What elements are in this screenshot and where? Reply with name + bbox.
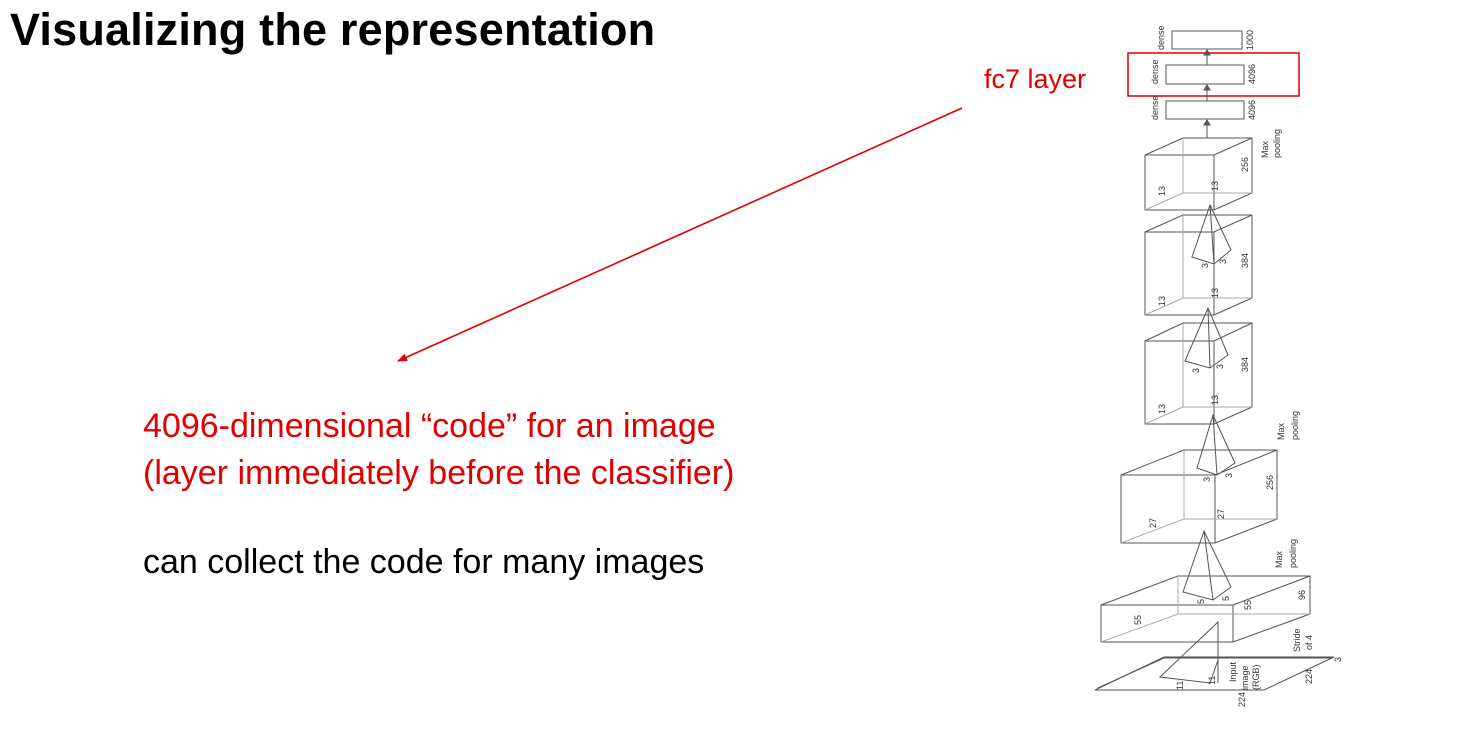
maxpool-label-3-pooling: pooling: [1288, 539, 1298, 568]
conv5-h: 13: [1157, 186, 1167, 196]
dense-size-3: 4096: [1247, 100, 1257, 120]
conv4-w: 13: [1210, 288, 1220, 298]
pointer-arrow: [397, 107, 963, 362]
dense-layer-1000: [1171, 30, 1243, 50]
conv2-k1: 3: [1202, 477, 1212, 482]
conv4-block: [1144, 203, 1253, 316]
conv3-h: 13: [1157, 404, 1167, 414]
conv1-h: 55: [1133, 615, 1143, 625]
conv1-k2: 5: [1221, 596, 1231, 601]
conv2-d: 256: [1265, 475, 1275, 490]
dense-label-3: dense: [1150, 95, 1160, 120]
dense-size-1: 1000: [1245, 30, 1255, 50]
dense-size-2: 4096: [1247, 64, 1257, 84]
maxpool-label-2-pooling: pooling: [1290, 411, 1300, 440]
conv3-k2: 3: [1215, 364, 1225, 369]
dense-layer-fc6: [1165, 100, 1245, 120]
fc7-layer-label: fc7 layer: [984, 64, 1087, 94]
stride-of4-label: of 4: [1304, 635, 1314, 650]
conv4-d: 384: [1240, 253, 1250, 268]
conv1-k1: 5: [1196, 599, 1206, 604]
conv4-k1: 3: [1200, 263, 1210, 268]
dense-label-2: dense: [1150, 59, 1160, 84]
input-h: 224: [1237, 692, 1247, 707]
input-image-plane: [1094, 620, 1335, 691]
code-description-line-2: (layer immediately before the classifier…: [143, 454, 735, 492]
dense-layer-fc7: [1165, 64, 1245, 85]
conv1-w: 55: [1243, 600, 1253, 610]
conv2-block: [1120, 413, 1278, 544]
code-description-line-1: 4096-dimensional “code” for an image: [143, 407, 716, 445]
input-rgb-label: (RGB): [1251, 665, 1261, 691]
maxpool-label-1-pooling: pooling: [1272, 129, 1282, 158]
input-k1: 11: [1175, 681, 1185, 690]
conv1-d: 96: [1297, 590, 1307, 600]
collect-caption: can collect the code for many images: [143, 543, 705, 581]
conv3-w: 13: [1210, 395, 1220, 405]
maxpool-label-1-max: Max: [1260, 140, 1270, 158]
conv2-k2: 3: [1224, 473, 1234, 478]
dense-label-1: dense: [1156, 25, 1166, 50]
conv3-block: [1144, 306, 1253, 425]
input-label: Input: [1228, 661, 1238, 682]
maxpool-label-3-max: Max: [1274, 550, 1284, 568]
input-w: 224: [1304, 669, 1314, 684]
conv5-block: [1144, 137, 1253, 211]
conv3-k1: 3: [1191, 368, 1201, 373]
conv1-block: [1100, 529, 1311, 643]
conv4-h: 13: [1157, 296, 1167, 306]
input-image-label: image: [1240, 665, 1250, 690]
conv5-w: 13: [1210, 181, 1220, 191]
stride-label: Stride: [1292, 628, 1302, 652]
conv4-k2: 3: [1218, 259, 1228, 264]
conv2-w: 27: [1216, 509, 1226, 519]
fc7-highlight-box: [1127, 52, 1300, 97]
input-k2: 11: [1207, 676, 1217, 685]
conv5-d: 256: [1240, 157, 1250, 172]
code-description: 4096-dimensional “code” for an image (la…: [143, 403, 734, 497]
maxpool-label-2-max: Max: [1276, 422, 1286, 440]
input-depth: 3: [1333, 657, 1343, 662]
conv2-h: 27: [1148, 518, 1158, 528]
conv3-d: 384: [1240, 357, 1250, 372]
slide-title: Visualizing the representation: [10, 4, 656, 55]
